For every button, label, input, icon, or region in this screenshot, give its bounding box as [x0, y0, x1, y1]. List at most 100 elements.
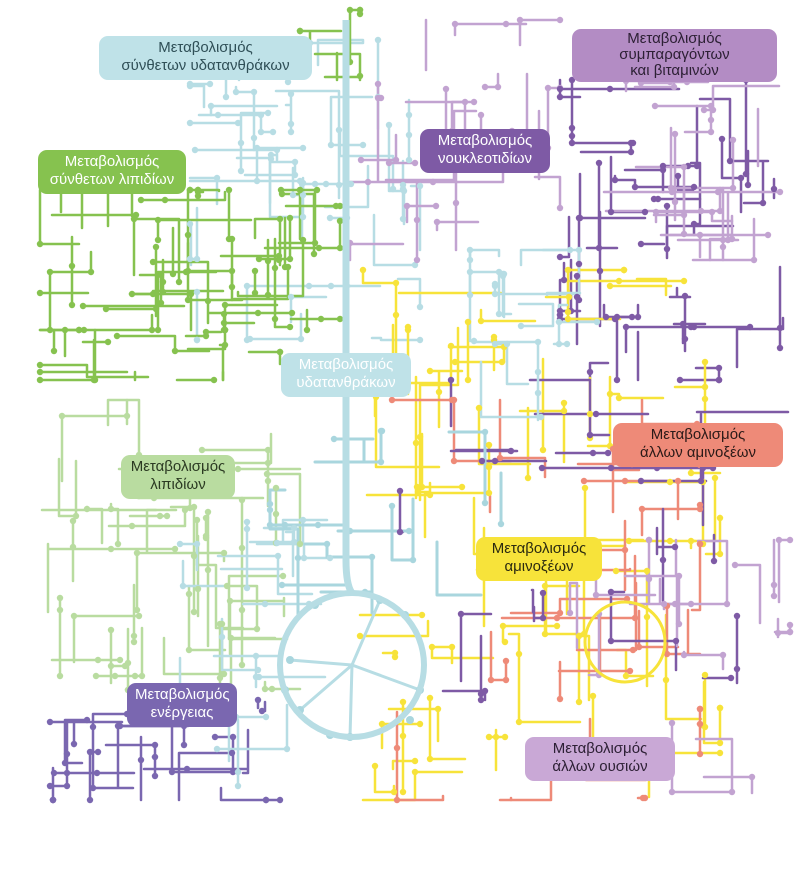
- pathway-line: [655, 526, 677, 556]
- compound-node: [214, 111, 222, 119]
- compound-node: [94, 748, 102, 756]
- compound-node: [485, 489, 493, 497]
- compound-node: [464, 318, 472, 326]
- compound-node: [264, 477, 272, 485]
- pathway-line: [640, 503, 702, 537]
- pathway-line: [268, 488, 287, 512]
- compound-node: [687, 469, 695, 477]
- compound-node: [502, 676, 510, 684]
- compound-node: [278, 190, 286, 198]
- compound-node: [660, 600, 668, 608]
- pathway-line: [361, 268, 398, 360]
- compound-node: [193, 516, 201, 524]
- compound-node: [83, 505, 91, 513]
- pathway-line: [284, 530, 295, 578]
- compound-node: [128, 290, 136, 298]
- compound-node: [643, 613, 651, 621]
- compound-node: [637, 240, 645, 248]
- compound-node: [327, 282, 335, 290]
- compound-node: [478, 457, 486, 465]
- compound-node: [680, 230, 688, 238]
- compound-node: [718, 135, 726, 143]
- compound-node: [251, 267, 259, 275]
- compound-node: [257, 128, 265, 136]
- pathway-line: [223, 303, 279, 332]
- compound-node: [487, 676, 495, 684]
- pathway-line: [391, 759, 417, 771]
- compound-node: [123, 412, 131, 420]
- compound-node: [666, 537, 674, 545]
- compound-node: [405, 156, 413, 164]
- compound-node: [475, 404, 483, 412]
- compound-node: [243, 584, 251, 592]
- compound-node: [556, 16, 564, 24]
- pathway-line: [188, 188, 221, 193]
- compound-node: [171, 347, 179, 355]
- compound-node: [405, 111, 413, 119]
- compound-node: [428, 643, 436, 651]
- compound-node: [592, 591, 600, 599]
- compound-node: [696, 540, 704, 548]
- compound-node: [442, 85, 450, 93]
- compound-node: [93, 769, 101, 777]
- compound-node: [190, 503, 198, 511]
- compound-node: [46, 782, 54, 790]
- pathway-line: [373, 764, 396, 794]
- pathway-line: [702, 680, 722, 745]
- compound-node: [770, 185, 778, 193]
- compound-node: [68, 301, 76, 309]
- compound-node: [296, 27, 304, 35]
- compound-node: [286, 323, 294, 331]
- compound-node: [243, 525, 251, 533]
- compound-node: [114, 540, 122, 548]
- compound-node: [266, 506, 274, 514]
- pathway-line: [447, 430, 487, 505]
- compound-node: [276, 348, 284, 356]
- compound-node: [491, 290, 499, 298]
- compound-node: [556, 609, 564, 617]
- compound-node: [750, 256, 758, 264]
- compound-node: [156, 512, 164, 520]
- compound-node: [184, 231, 192, 239]
- compound-node: [290, 538, 298, 546]
- compound-node: [553, 622, 561, 630]
- pathway-line: [263, 219, 342, 250]
- compound-node: [210, 376, 218, 384]
- compound-node: [111, 672, 119, 680]
- compound-node: [186, 220, 194, 228]
- compound-node: [194, 192, 202, 200]
- compound-node: [659, 556, 667, 564]
- compound-node: [671, 543, 679, 551]
- compound-node: [679, 320, 687, 328]
- compound-node: [356, 72, 364, 80]
- compound-node: [786, 628, 794, 636]
- compound-node: [681, 335, 689, 343]
- compound-node: [663, 650, 671, 658]
- compound-node: [193, 288, 201, 296]
- compound-node: [716, 550, 724, 558]
- compound-node: [429, 178, 437, 186]
- compound-node: [89, 784, 97, 792]
- pathway-line: [493, 342, 530, 386]
- compound-node: [671, 198, 679, 206]
- compound-node: [507, 447, 515, 455]
- compound-node: [183, 765, 191, 773]
- compound-node: [672, 637, 680, 645]
- compound-node: [687, 537, 695, 545]
- pathway-line: [38, 188, 81, 246]
- pathway-line: [675, 574, 681, 648]
- pathway-line: [370, 336, 422, 342]
- compound-node: [575, 246, 583, 254]
- compound-node: [668, 188, 676, 196]
- compound-node: [137, 196, 145, 204]
- compound-node: [374, 80, 382, 88]
- compound-node: [701, 395, 709, 403]
- compound-node: [253, 625, 261, 633]
- pathway-line: [63, 718, 89, 765]
- pathway-line: [253, 217, 282, 267]
- compound-node: [701, 383, 709, 391]
- compound-node: [283, 745, 291, 753]
- compound-node: [707, 116, 715, 124]
